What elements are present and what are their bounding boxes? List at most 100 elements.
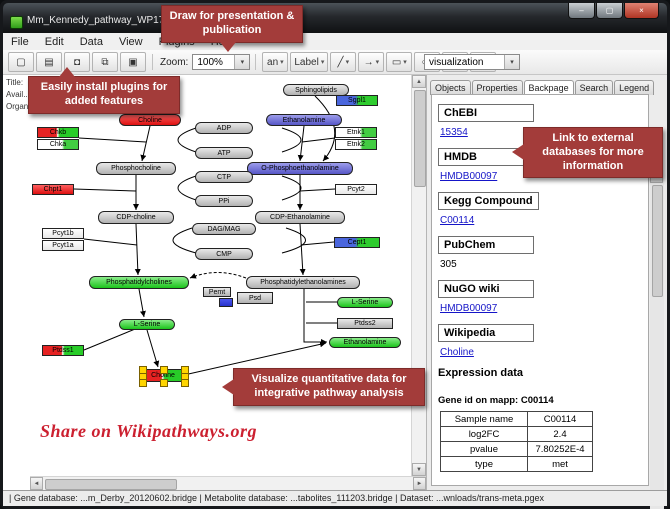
pathway-node-ptdss1[interactable]: Ptdss1: [42, 345, 84, 356]
pathway-node-cdp-choline[interactable]: CDP-choline: [98, 211, 174, 224]
pathway-node-ppi[interactable]: PPi: [195, 195, 253, 207]
pathway-node-l-serine[interactable]: L-Serine: [337, 297, 393, 308]
pathway-node-ptdss2[interactable]: Ptdss2: [337, 318, 393, 329]
callout-text: Link to external databases for more info…: [542, 132, 644, 172]
scrollbar-thumb[interactable]: [414, 90, 426, 187]
tab-search[interactable]: Search: [574, 80, 614, 95]
zoom-combobox[interactable]: 100% ▾: [192, 54, 251, 70]
chevron-down-icon[interactable]: ▾: [375, 59, 380, 66]
chevron-down-icon[interactable]: ▾: [403, 59, 407, 66]
chevron-down-icon[interactable]: ▾: [345, 59, 350, 66]
new-pathway-icon[interactable]: ▢: [8, 52, 34, 72]
pathway-node-cept1[interactable]: Cept1: [334, 237, 380, 248]
selection-handle[interactable]: [139, 379, 147, 387]
pathway-node-phosphocholine[interactable]: Phosphocholine: [96, 162, 176, 175]
callout-text: Draw for presentation & publication: [169, 10, 295, 36]
panel-vertical-scrollbar[interactable]: ▲ ▼: [650, 170, 664, 509]
copy-icon[interactable]: ⧉: [92, 52, 118, 72]
canvas-vertical-scrollbar[interactable]: ▲ ▼: [411, 75, 427, 476]
pathway-node-chka[interactable]: Chka: [37, 139, 79, 150]
chevron-down-icon[interactable]: ▾: [504, 55, 519, 69]
pathway-node-phosphatidylcholines[interactable]: Phosphatidylcholines: [89, 276, 189, 289]
pathway-node-dag-mag[interactable]: DAG/MAG: [192, 223, 256, 235]
pathway-node-sphingolipids[interactable]: Sphingolipids: [283, 84, 349, 96]
pathway-node-phosphatidylethanolamines[interactable]: Phosphatidylethanolamines: [246, 276, 360, 289]
pathway-node-chpt1[interactable]: Chpt1: [32, 184, 74, 195]
tab-properties[interactable]: Properties: [471, 80, 523, 95]
arrow-tool-button[interactable]: →▾: [358, 52, 385, 72]
side-label: Title:: [6, 78, 24, 87]
callout-external-databases: Link to external databases for more info…: [512, 127, 663, 179]
selection-handle[interactable]: [181, 379, 189, 387]
pathway-node-etnk1[interactable]: Etnk1: [335, 127, 377, 138]
titlebar[interactable]: Mm_Kennedy_pathway_WP1771_45176.gpml – ▢…: [3, 3, 667, 33]
open-pathway-icon[interactable]: ▤: [36, 52, 62, 72]
pathway-node-pcyt1b[interactable]: Pcyt1b: [42, 228, 84, 239]
tab-backpage[interactable]: Backpage: [523, 80, 574, 95]
pathway-node-pcyt2[interactable]: Pcyt2: [335, 184, 377, 195]
canvas-horizontal-scrollbar[interactable]: ◄ ►: [30, 476, 426, 491]
pathway-node-pemt[interactable]: Pemt: [203, 287, 231, 297]
file-button-group: ▢▤◘⧉▣: [7, 52, 147, 72]
left-info-panel: Title:Avail...Organ...: [3, 75, 31, 490]
callout-arrow: [220, 41, 236, 52]
pathway-node-chkb[interactable]: Chkb: [37, 127, 79, 138]
database-link[interactable]: C00114: [440, 215, 475, 226]
pathway-node-ethanolamine[interactable]: Ethanolamine: [329, 337, 401, 348]
visualization-combobox[interactable]: visualization ▾: [424, 54, 520, 70]
rectangle-tool-button[interactable]: ▭▾: [386, 52, 413, 72]
pathway-node-ethanolamine[interactable]: Ethanolamine: [266, 114, 342, 126]
label-tool-button[interactable]: Label▾: [290, 52, 329, 72]
tab-objects[interactable]: Objects: [430, 80, 471, 95]
chevron-down-icon[interactable]: ▾: [320, 59, 325, 66]
pathway-node-etnk2[interactable]: Etnk2: [335, 139, 377, 150]
pathway-node-cdp-ethanolamine[interactable]: CDP-Ethanolamine: [255, 211, 345, 224]
scroll-left-icon[interactable]: ◄: [30, 477, 43, 490]
scrollbar-thumb[interactable]: [652, 185, 663, 297]
database-header: PubChem: [438, 236, 534, 254]
tab-legend[interactable]: Legend: [614, 80, 655, 95]
paste-icon[interactable]: ▣: [120, 52, 146, 72]
chevron-down-icon[interactable]: ▾: [234, 55, 250, 69]
menu-data[interactable]: Data: [79, 35, 103, 48]
maximize-button[interactable]: ▢: [596, 3, 623, 19]
scroll-down-icon[interactable]: ▼: [412, 463, 426, 476]
menu-view[interactable]: View: [118, 35, 143, 48]
selection-handle[interactable]: [160, 366, 168, 374]
database-link[interactable]: 15354: [440, 127, 468, 138]
pathway-node-sgpl1[interactable]: Sgpl1: [336, 95, 378, 106]
pathway-node-ctp[interactable]: CTP: [195, 171, 253, 183]
datanode-tool-button[interactable]: an▾: [262, 52, 289, 72]
chevron-down-icon[interactable]: ▾: [280, 59, 284, 66]
pathway-node-cmp[interactable]: CMP: [195, 248, 253, 260]
line-tool-button[interactable]: ╱▾: [330, 52, 357, 72]
pathway-node-choline[interactable]: Choline: [119, 114, 181, 126]
minimize-button[interactable]: –: [568, 3, 595, 19]
pathway-node-atp[interactable]: ATP: [195, 147, 253, 159]
scrollbar-thumb[interactable]: [45, 479, 177, 490]
database-link[interactable]: Choline: [440, 347, 474, 358]
close-button[interactable]: ×: [624, 3, 659, 19]
menu-edit[interactable]: Edit: [44, 35, 64, 48]
window-title: Mm_Kennedy_pathway_WP1771_45176.gpml: [27, 15, 234, 26]
pathway-node-adp[interactable]: ADP: [195, 122, 253, 134]
scroll-up-icon[interactable]: ▲: [412, 75, 426, 88]
menu-file[interactable]: File: [11, 35, 29, 48]
status-bar: | Gene database: ...m_Derby_20120602.bri…: [3, 490, 667, 506]
pathway-node-pcyt1a[interactable]: Pcyt1a: [42, 240, 84, 251]
selection-handle[interactable]: [160, 379, 168, 387]
pathway-node-l-serine[interactable]: L-Serine: [119, 319, 175, 330]
pathway-node-psd[interactable]: Psd: [237, 292, 273, 304]
pathway-node-data-swatch[interactable]: [219, 298, 233, 307]
visualization-value: visualization: [429, 56, 484, 68]
pathway-node-o-phosphoethanolamine[interactable]: O-Phosphoethanolamine: [247, 162, 353, 175]
database-link[interactable]: HMDB00097: [440, 171, 498, 182]
database-link[interactable]: HMDB00097: [440, 303, 498, 314]
scroll-right-icon[interactable]: ►: [413, 477, 426, 490]
